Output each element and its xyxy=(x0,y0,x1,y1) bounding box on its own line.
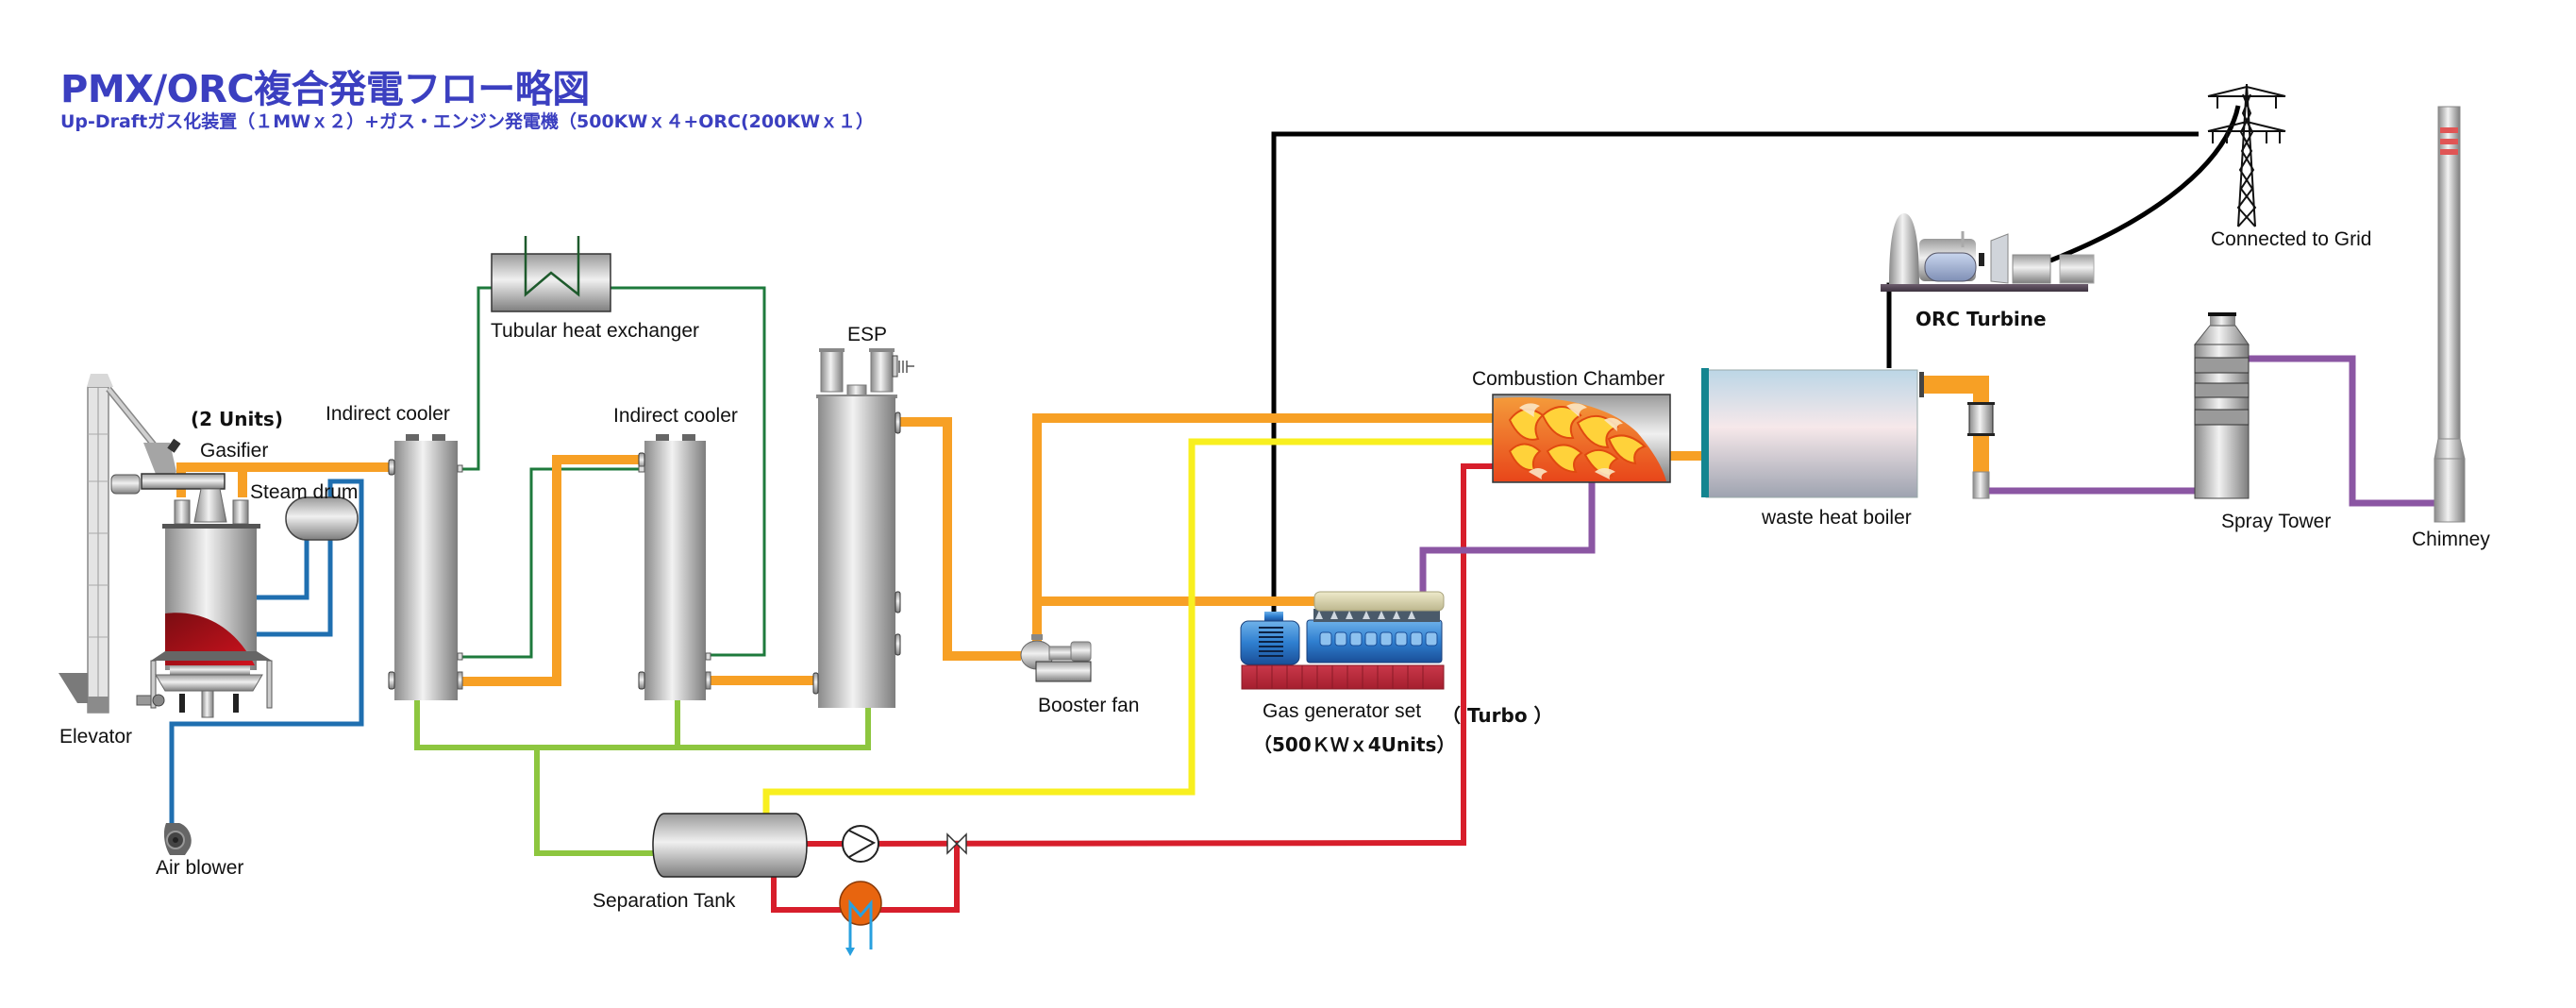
power-line-orc-to-grid xyxy=(2049,105,2241,263)
label-steam-drum: Steam drum xyxy=(250,481,359,503)
cooling-water-loop xyxy=(459,286,766,659)
label-gasifier-units: (2 Units) xyxy=(191,408,283,430)
indirect-cooler-1[interactable] xyxy=(388,434,463,700)
label-gas-generator-turbo: （ Turbo ） xyxy=(1442,704,1553,727)
power-line-genset-to-grid xyxy=(1271,131,2199,612)
waste-heat-boiler[interactable] xyxy=(1701,368,1918,498)
elevator[interactable] xyxy=(59,374,163,714)
air-blower[interactable] xyxy=(163,823,192,855)
label-separation-tank: Separation Tank xyxy=(593,890,736,912)
label-chimney: Chimney xyxy=(2412,529,2490,550)
condensate-line xyxy=(414,700,871,856)
label-air-blower: Air blower xyxy=(156,857,244,879)
separation-tank[interactable] xyxy=(652,813,808,878)
esp[interactable] xyxy=(812,348,914,708)
oil-cooler[interactable] xyxy=(839,881,882,956)
circulation-pump[interactable] xyxy=(842,825,879,863)
label-esp: ESP xyxy=(847,324,888,345)
orc-turbine[interactable] xyxy=(1881,213,2095,292)
label-combustion-chamber: Combustion Chamber xyxy=(1472,368,1665,390)
label-elevator: Elevator xyxy=(59,726,133,748)
pipes xyxy=(169,105,2435,913)
label-spray-tower: Spray Tower xyxy=(2221,511,2332,532)
combustion-chamber[interactable] xyxy=(1492,394,1671,483)
power-line-boiler-to-orc xyxy=(1886,282,1908,368)
label-gas-generator-set: Gas generator set xyxy=(1263,700,1422,722)
tubular-heat-exchanger[interactable] xyxy=(491,236,611,312)
transmission-tower xyxy=(2207,83,2286,227)
gasifier[interactable] xyxy=(110,438,273,718)
page-title: PMX/ORC複合発電フロー略図 xyxy=(60,68,590,111)
label-connected-to-grid: Connected to Grid xyxy=(2211,228,2372,250)
label-gasifier: Gasifier xyxy=(200,440,269,462)
tar-oil-line xyxy=(762,438,1493,814)
gas-generator-set[interactable] xyxy=(1240,591,1445,690)
label-waste-heat-boiler: waste heat boiler xyxy=(1762,507,1912,529)
steam-drum[interactable] xyxy=(285,496,359,541)
valve[interactable] xyxy=(946,832,967,855)
steam-water-line xyxy=(169,479,364,826)
label-orc-turbine: ORC Turbine xyxy=(1915,308,2047,330)
indirect-cooler-2[interactable] xyxy=(638,434,711,700)
label-indirect-cooler-1: Indirect cooler xyxy=(326,403,450,425)
chimney[interactable] xyxy=(2434,106,2466,523)
spray-tower[interactable] xyxy=(2193,312,2250,499)
booster-fan[interactable] xyxy=(1020,634,1092,682)
boiler-outlet-duct xyxy=(1919,372,1995,499)
label-tubular-heat-exchanger: Tubular heat exchanger xyxy=(491,320,700,342)
page-subtitle: Up-Draftガス化装置（１MWｘ２）+ガス・エンジン発電機（500KWｘ４+… xyxy=(60,111,875,132)
label-booster-fan: Booster fan xyxy=(1038,695,1140,716)
exhaust-line xyxy=(1419,355,2435,592)
label-indirect-cooler-2: Indirect cooler xyxy=(613,405,738,427)
label-gas-generator-capacity: （500ＫＷｘ4Units） xyxy=(1253,733,1456,756)
